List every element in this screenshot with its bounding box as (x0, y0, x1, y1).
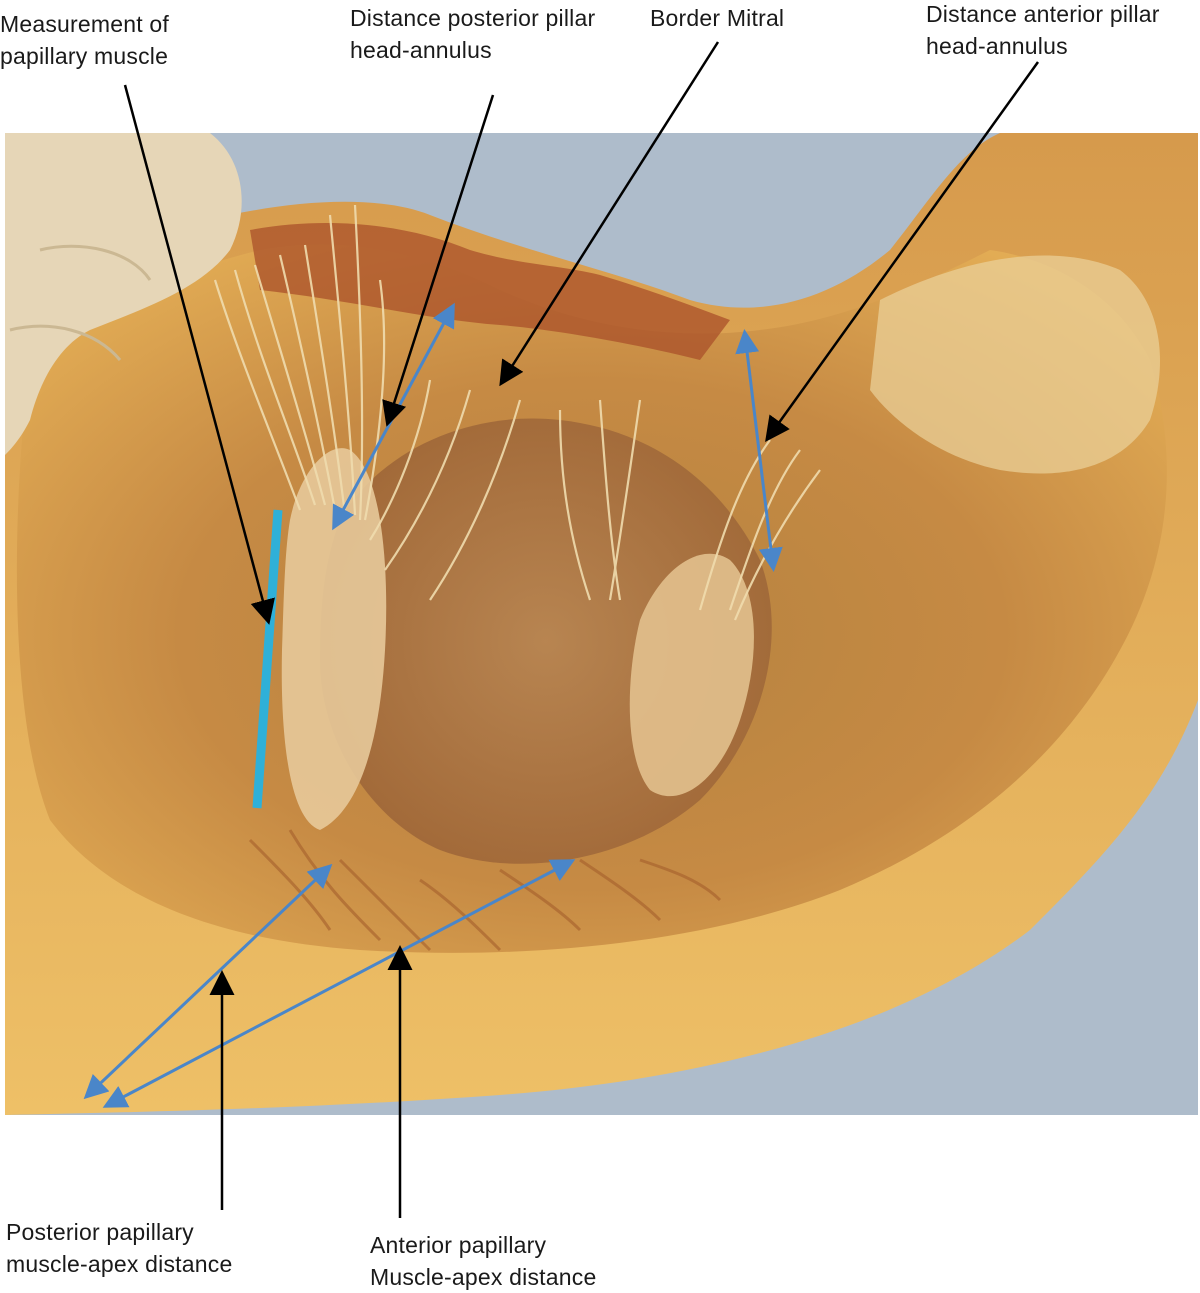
label-posterior-apex: Posterior papillary muscle-apex distance (6, 1219, 233, 1277)
posterior-apex-arrow (83, 863, 333, 1100)
pointer-measurement (123, 84, 275, 625)
glove (5, 133, 242, 455)
label-border-mitral: Border Mitral (650, 5, 785, 31)
pointer-border-mitral (499, 41, 720, 387)
label-anterior-apex: Anterior papillary Muscle-apex distance (370, 1232, 597, 1290)
papillary-measurement-bar (252, 509, 283, 809)
pointer-posterior-pillar (382, 94, 495, 427)
anterior-papillary-muscle (629, 553, 754, 797)
valve-leaflet (870, 255, 1160, 474)
label-distance-anterior-pillar: Distance anterior pillar head-annulus (926, 1, 1160, 59)
posterior-head-annulus-arrow (332, 302, 455, 531)
posterior-papillary-muscle (281, 448, 387, 830)
anterior-apex-arrow (102, 859, 576, 1108)
label-measurement-papillary: Measurement of papillary muscle (0, 11, 169, 69)
label-distance-posterior-pillar: Distance posterior pillar head-annulus (350, 5, 596, 63)
anterior-head-annulus-arrow (735, 329, 783, 572)
muscle-band (250, 222, 730, 360)
pointer-anterior-pillar (765, 61, 1040, 443)
